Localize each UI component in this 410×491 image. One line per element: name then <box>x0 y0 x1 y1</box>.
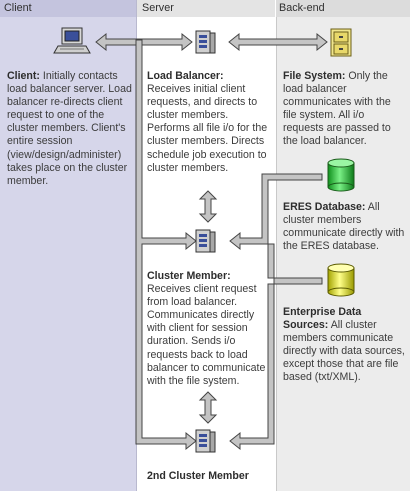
eres-database-title: ERES Database: <box>283 201 366 213</box>
loadbalancer-filesystem-arrow <box>228 32 328 52</box>
cluster-member-description: Cluster Member: Receives client request … <box>147 270 271 388</box>
enterprise-data-sources-title: Enterprise Data Sources: <box>283 306 362 332</box>
client-loadbalancer-arrow <box>95 32 193 52</box>
backend-column <box>276 0 410 491</box>
load-balancer-server-icon <box>195 30 216 54</box>
file-system-description: File System: Only the load balancer comm… <box>283 70 407 149</box>
server-column-header: Server <box>137 0 275 17</box>
eres-database-description: ERES Database: All cluster members commu… <box>283 201 407 253</box>
client-column <box>0 0 137 491</box>
load-balancer-title: Load Balancer: <box>147 70 224 82</box>
cluster-second-cluster-arrow <box>198 391 218 424</box>
cluster-member-server-icon <box>195 229 216 253</box>
client-cluster-bracket <box>135 39 197 451</box>
client-description: Client: Initially contacts load balancer… <box>7 70 133 188</box>
client-text: Initially contacts load balancer server.… <box>7 70 132 187</box>
cluster-member-title: Cluster Member: <box>147 270 231 282</box>
client-column-header: Client <box>0 0 136 17</box>
eres-database-icon <box>327 158 355 192</box>
enterprise-data-sources-description: Enterprise Data Sources: All cluster mem… <box>283 306 407 385</box>
second-cluster-member-title: 2nd Cluster Member <box>147 470 249 482</box>
backend-column-header: Back-end <box>276 0 410 17</box>
file-cabinet-icon <box>330 28 352 57</box>
backend-cluster-bracket <box>229 173 323 451</box>
load-balancer-description: Load Balancer: Receives initial client r… <box>147 70 271 175</box>
second-cluster-member-label: 2nd Cluster Member <box>147 470 275 483</box>
cluster-member-text: Receives client request from load balanc… <box>147 283 266 387</box>
second-cluster-member-server-icon <box>195 429 216 453</box>
eres-database-text: All cluster members communicate directly… <box>283 201 405 253</box>
file-system-text: Only the load balancer communicates with… <box>283 70 391 148</box>
file-system-title: File System: <box>283 70 346 82</box>
enterprise-data-sources-text: All cluster members communicate directly… <box>283 319 405 384</box>
loadbalancer-cluster-arrow <box>198 190 218 223</box>
load-balancer-text: Receives initial client requests, and di… <box>147 83 268 174</box>
computer-icon <box>53 27 91 54</box>
client-title: Client: <box>7 70 40 82</box>
enterprise-data-source-icon <box>327 263 355 297</box>
